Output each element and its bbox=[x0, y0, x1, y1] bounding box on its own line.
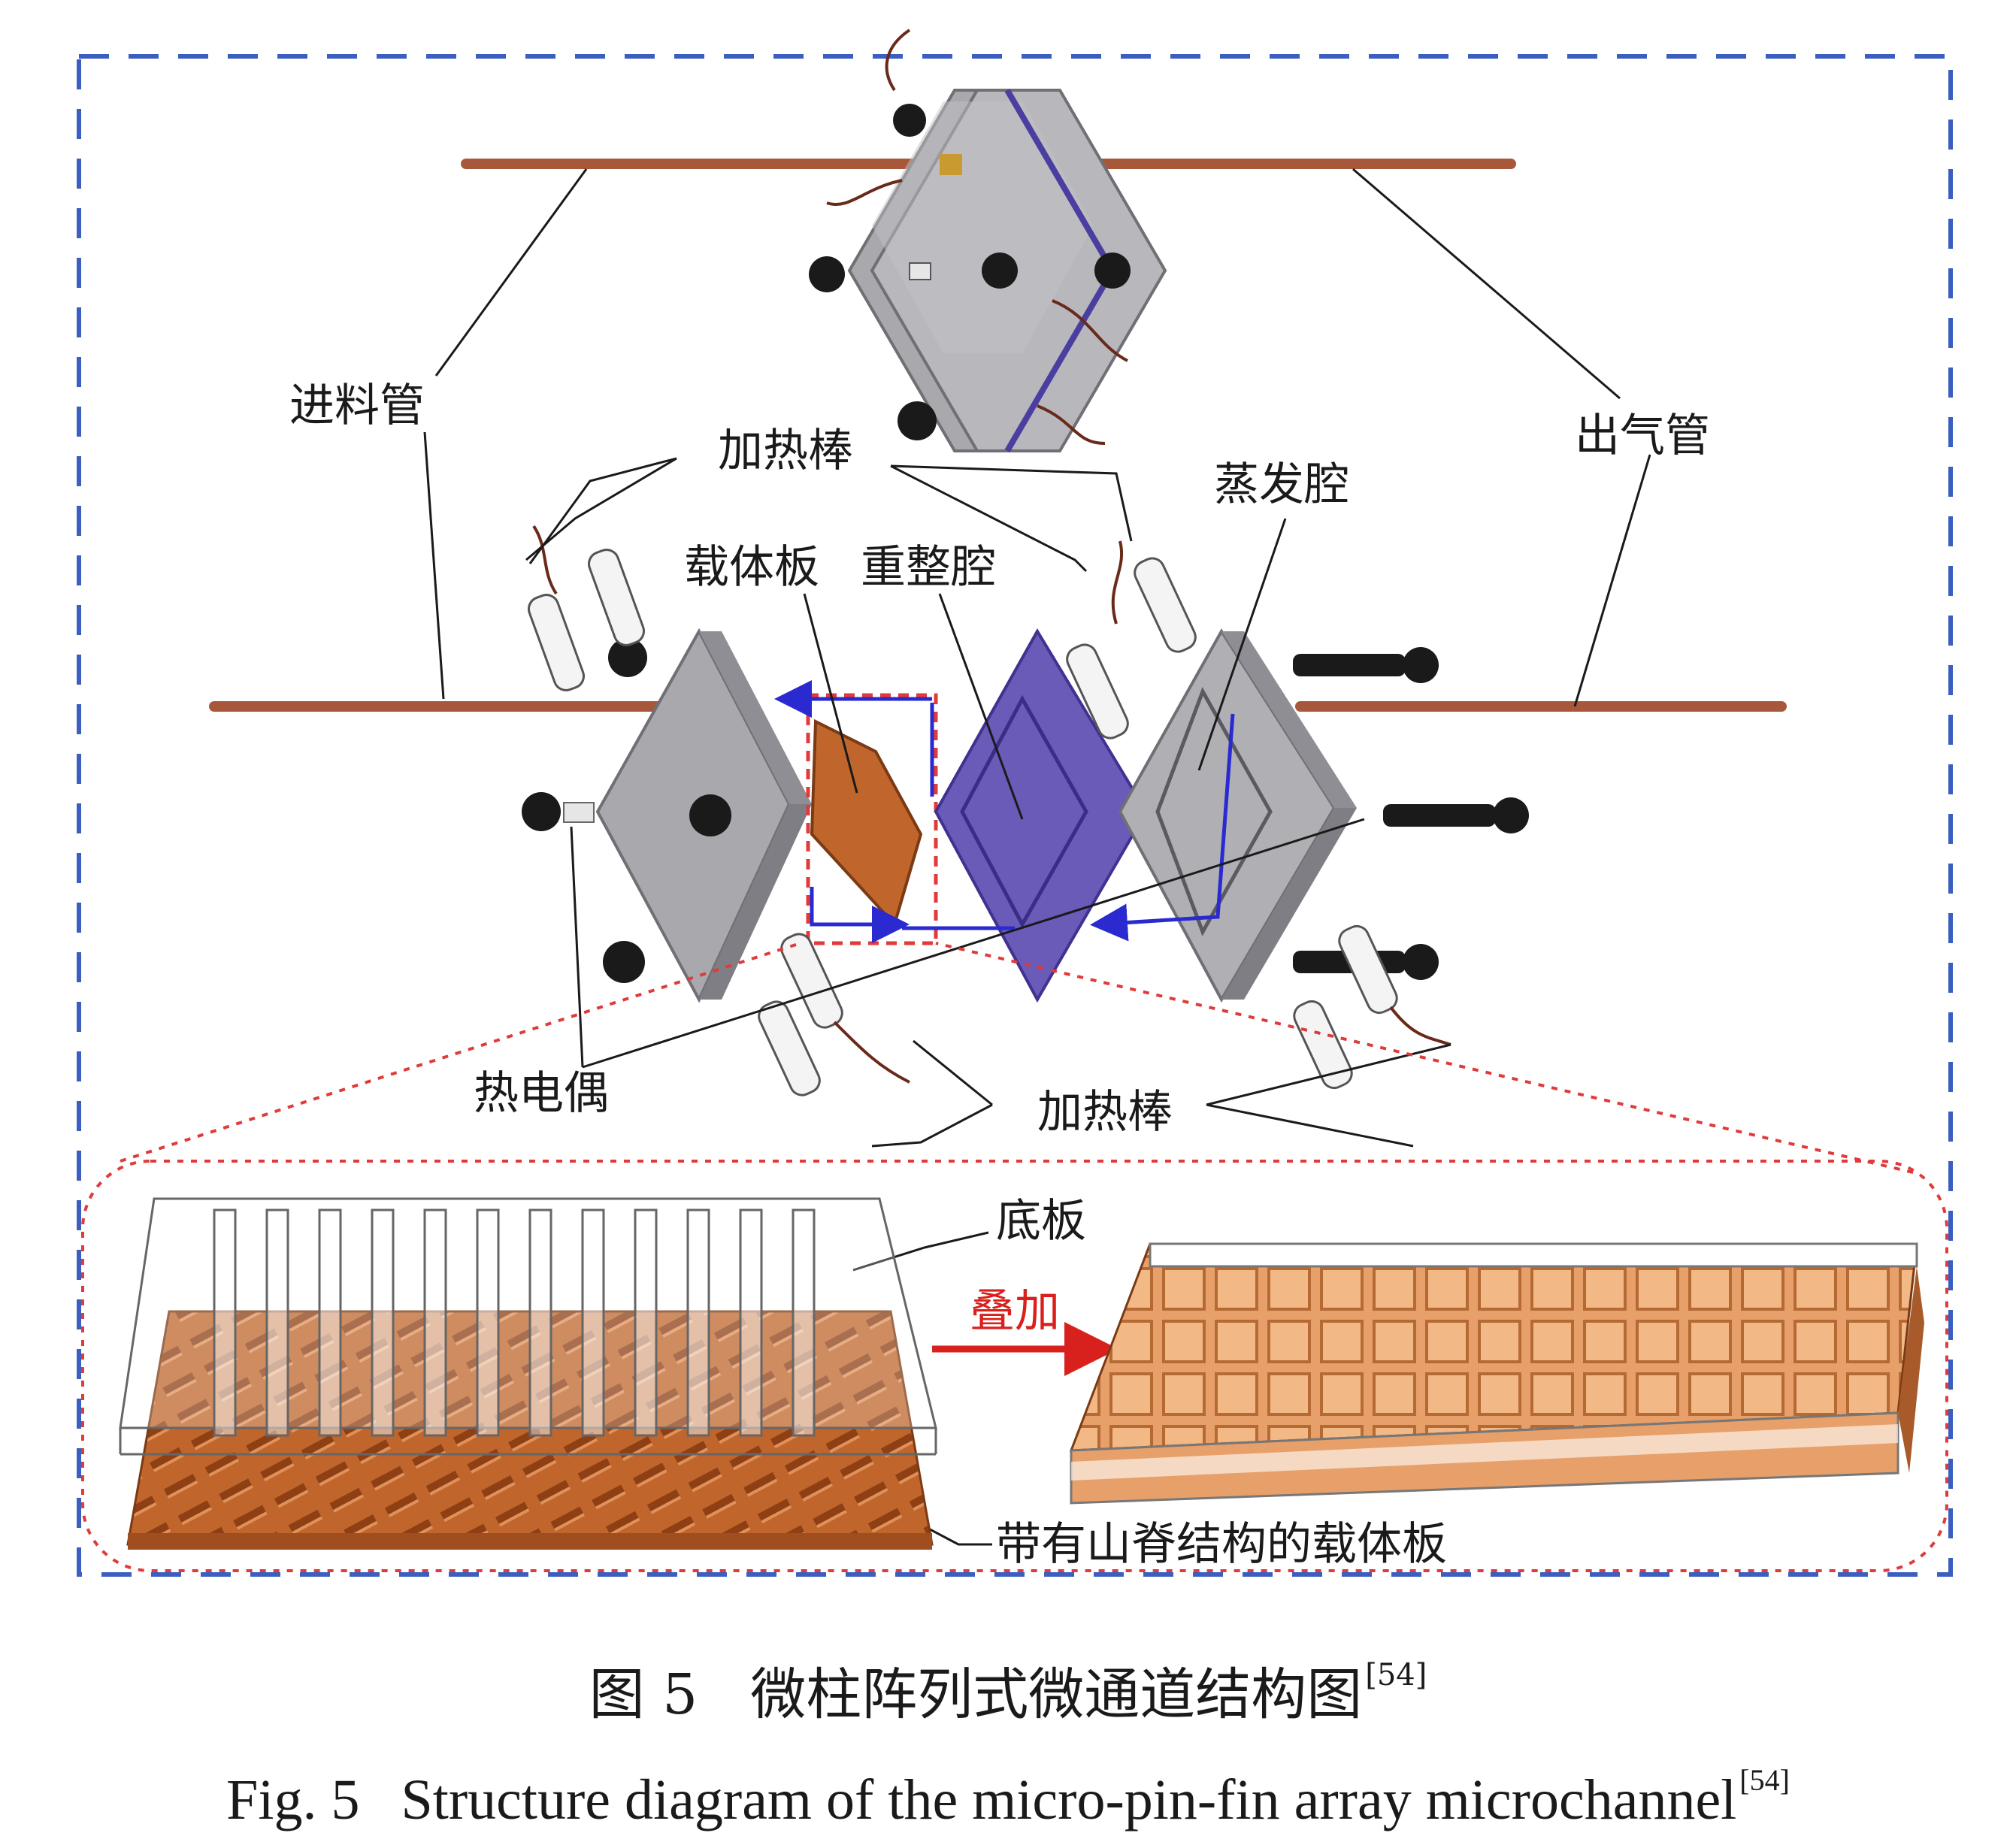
base-plate-channels bbox=[213, 1208, 816, 1437]
caption-cn: 图 5 微柱阵列式微通道结构图[54] bbox=[0, 1650, 2016, 1730]
base-plate-left bbox=[119, 1197, 937, 1456]
outer-frame bbox=[77, 54, 1953, 1577]
label-thermocouple: 热电偶 bbox=[474, 1067, 609, 1120]
heating-rods bbox=[527, 549, 1398, 1096]
label-outlet-pipe: 出气管 bbox=[1575, 410, 1710, 462]
label-base-plate: 底板 bbox=[996, 1195, 1086, 1248]
caption-en: Fig. 5 Structure diagram of the micro-pin… bbox=[0, 1762, 2016, 1833]
label-heating-rod-bottom: 加热棒 bbox=[1037, 1086, 1173, 1139]
assembled-reactor bbox=[461, 29, 1516, 453]
caption-cn-ref: [54] bbox=[1365, 1658, 1427, 1692]
exploded-view bbox=[209, 525, 1787, 1096]
label-heating-rod-top: 加热棒 bbox=[718, 425, 853, 477]
caption-cn-title: 微柱阵列式微通道结构图 bbox=[750, 1662, 1363, 1727]
caption-en-title: Structure diagram of the micro-pin-fin a… bbox=[401, 1768, 1737, 1831]
label-evaporation-chamber: 蒸发腔 bbox=[1214, 458, 1349, 511]
reforming-chamber-plate bbox=[934, 628, 1149, 1003]
caption-cn-fig: 图 5 bbox=[589, 1662, 698, 1727]
carrier-plate bbox=[810, 718, 923, 927]
label-carrier-plate: 载体板 bbox=[684, 541, 819, 594]
label-stack: 叠加 bbox=[970, 1285, 1060, 1338]
leader-lines bbox=[423, 168, 1651, 1546]
zoom-region bbox=[81, 942, 1948, 1572]
label-reforming-chamber: 重整腔 bbox=[861, 541, 996, 594]
stacked-assembly bbox=[1069, 1242, 1924, 1505]
caption-en-ref: [54] bbox=[1739, 1763, 1790, 1797]
label-feed-pipe: 进料管 bbox=[289, 380, 425, 432]
carrier-zoom-box bbox=[806, 693, 938, 945]
label-ridge-carrier: 带有山脊结构的载体板 bbox=[996, 1518, 1447, 1571]
caption-en-fig: Fig. 5 bbox=[226, 1768, 360, 1831]
